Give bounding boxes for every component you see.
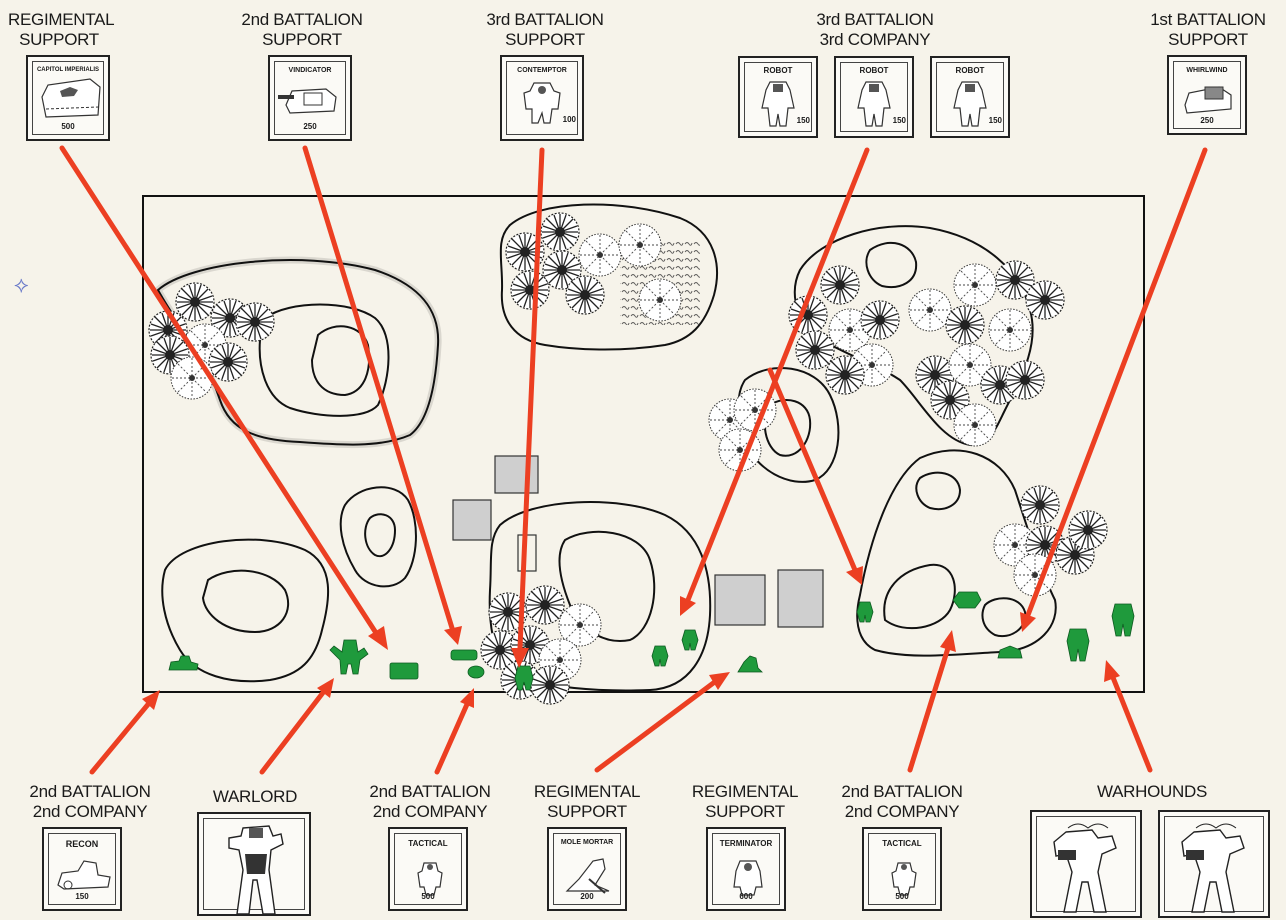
card-points: 100 <box>563 115 576 124</box>
header-warhounds: WARHOUNDS <box>1082 782 1222 802</box>
card-robot-2[interactable]: ROBOT 150 <box>834 56 914 138</box>
robot-icon <box>932 58 1012 140</box>
warhound-titan-icon <box>1160 812 1272 920</box>
hill-west-small <box>341 487 416 586</box>
card-warhound-1[interactable] <box>1030 810 1142 918</box>
unit-recon <box>169 656 198 670</box>
header-line1: 3rd BATTALION <box>805 10 945 30</box>
warhound-titan-icon <box>1032 812 1144 920</box>
blue-scribble: ⟡ <box>14 273 29 298</box>
card-tactical-2[interactable]: TACTICAL 500 <box>862 827 942 911</box>
unit-robot-a <box>652 646 668 666</box>
unit-capitol <box>390 663 418 679</box>
card-points: 200 <box>549 892 625 901</box>
unit-whirlwind <box>998 646 1022 658</box>
card-points: 250 <box>1169 116 1245 125</box>
header-2nd-battalion-2nd-company-a: 2nd BATTALION 2nd COMPANY <box>20 782 160 822</box>
arrow-whirlwind <box>1020 150 1205 632</box>
arrow-vindicator <box>305 148 462 645</box>
header-regimental-support-b1: REGIMENTAL SUPPORT <box>522 782 652 822</box>
card-vindicator[interactable]: VINDICATOR 250 <box>268 55 352 141</box>
header-line1: 2nd BATTALION <box>360 782 500 802</box>
card-points: 500 <box>864 892 940 901</box>
header-line2: SUPPORT <box>522 802 652 822</box>
card-warlord[interactable] <box>197 812 311 916</box>
unit-robot-b <box>682 630 698 650</box>
building-4 <box>715 575 765 625</box>
contemptor-icon <box>502 57 586 143</box>
header-3rd-battalion-3rd-company: 3rd BATTALION 3rd COMPANY <box>805 10 945 50</box>
header-line1: REGIMENTAL <box>8 10 110 30</box>
header-line1: REGIMENTAL <box>680 782 810 802</box>
arrow-tactical-b <box>910 630 956 770</box>
card-tactical-1[interactable]: TACTICAL 500 <box>388 827 468 911</box>
header-line2: SUPPORT <box>680 802 810 822</box>
card-points: 150 <box>797 116 810 125</box>
card-points: 150 <box>44 892 120 901</box>
header-3rd-battalion-support: 3rd BATTALION SUPPORT <box>475 10 615 50</box>
card-contemptor[interactable]: CONTEMPTOR 100 <box>500 55 584 141</box>
header-2nd-battalion-2nd-company-b: 2nd BATTALION 2nd COMPANY <box>360 782 500 822</box>
woods-southeast <box>994 486 1107 596</box>
building-5 <box>778 570 823 627</box>
building-2 <box>453 500 491 540</box>
unit-tactical-a <box>468 666 484 678</box>
header-line2: SUPPORT <box>1138 30 1278 50</box>
header-line1: REGIMENTAL <box>522 782 652 802</box>
header-regimental-support-b2: REGIMENTAL SUPPORT <box>680 782 810 822</box>
header-line2: 2nd COMPANY <box>360 802 500 822</box>
woods-south-center <box>481 586 601 704</box>
header-line1: WARHOUNDS <box>1082 782 1222 802</box>
unit-vindicator <box>451 650 477 660</box>
header-regimental-support-top: REGIMENTAL SUPPORT <box>8 10 110 50</box>
card-warhound-2[interactable] <box>1158 810 1270 918</box>
card-mole-mortar[interactable]: MOLE MORTAR 200 <box>547 827 627 911</box>
unit-terminator <box>857 602 873 622</box>
header-line1: 2nd BATTALION <box>832 782 972 802</box>
header-warlord: WARLORD <box>190 787 320 807</box>
header-2nd-battalion-2nd-company-c: 2nd BATTALION 2nd COMPANY <box>832 782 972 822</box>
unit-warhound-a <box>1067 629 1089 661</box>
card-points: 500 <box>28 122 108 131</box>
unit-warlord <box>330 640 368 674</box>
header-line1: WARLORD <box>190 787 320 807</box>
unit-mole-mortar <box>738 656 762 672</box>
header-line2: 2nd COMPANY <box>20 802 160 822</box>
card-points: 500 <box>390 892 466 901</box>
card-robot-3[interactable]: ROBOT 150 <box>930 56 1010 138</box>
header-line2: 3rd COMPANY <box>805 30 945 50</box>
woods-east <box>789 261 1064 446</box>
header-line1: 2nd BATTALION <box>232 10 372 30</box>
card-whirlwind[interactable]: WHIRLWIND 250 <box>1167 55 1247 135</box>
card-capitol-imperialis[interactable]: CAPITOL IMPERIALIS 500 <box>26 55 110 141</box>
header-line1: 2nd BATTALION <box>20 782 160 802</box>
arrow-recon <box>92 690 160 772</box>
header-line2: SUPPORT <box>475 30 615 50</box>
building-1 <box>495 456 538 493</box>
header-1st-battalion-support: 1st BATTALION SUPPORT <box>1138 10 1278 50</box>
card-recon[interactable]: RECON 150 <box>42 827 122 911</box>
robot-icon <box>740 58 820 140</box>
warlord-titan-icon <box>199 814 313 918</box>
arrow-capitol <box>62 148 388 650</box>
header-line1: 3rd BATTALION <box>475 10 615 30</box>
header-line2: 2nd COMPANY <box>832 802 972 822</box>
header-line2: SUPPORT <box>8 30 110 50</box>
unit-warhound-b <box>1112 604 1134 636</box>
whirlwind-icon <box>1169 57 1249 137</box>
card-points: 250 <box>270 122 350 131</box>
card-terminator[interactable]: TERMINATOR 600 <box>706 827 786 911</box>
card-points: 600 <box>708 892 784 901</box>
arrow-mole-mortar <box>597 672 730 770</box>
header-line2: SUPPORT <box>232 30 372 50</box>
header-2nd-battalion-support: 2nd BATTALION SUPPORT <box>232 10 372 50</box>
arrow-robots-b <box>770 370 863 585</box>
arrow-tactical-a <box>437 688 474 772</box>
card-robot-1[interactable]: ROBOT 150 <box>738 56 818 138</box>
card-points: 150 <box>893 116 906 125</box>
unit-tactical-b <box>953 592 981 608</box>
card-points: 150 <box>989 116 1002 125</box>
robot-icon <box>836 58 916 140</box>
header-line1: 1st BATTALION <box>1138 10 1278 30</box>
